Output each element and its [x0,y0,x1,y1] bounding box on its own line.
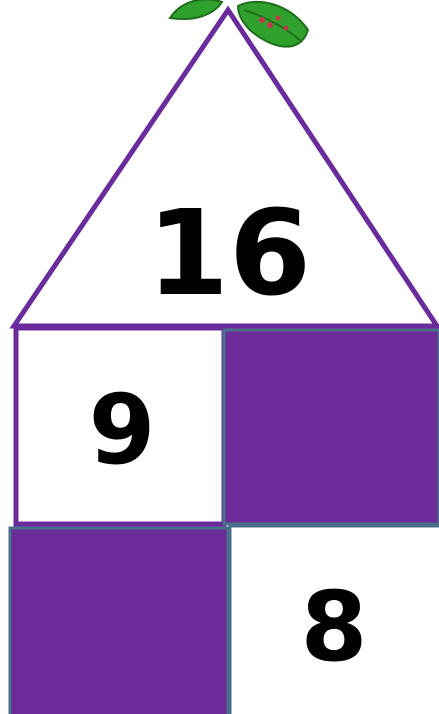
cell-top-right-filled [224,330,439,524]
cell-bottom-right-number: 8 [301,571,368,683]
cell-bottom-left-filled [10,528,228,714]
cell-top-left-number: 9 [89,374,156,486]
roof-number: 16 [147,184,311,322]
